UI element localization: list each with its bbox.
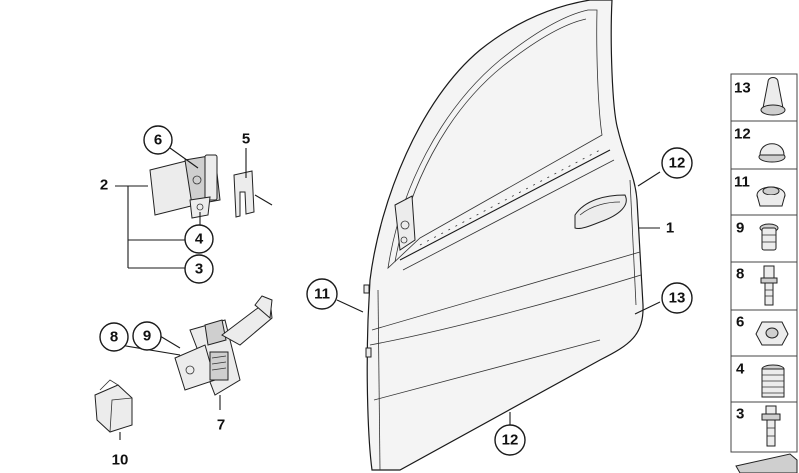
- hex-nut-icon: [755, 321, 789, 346]
- svg-text:4: 4: [736, 361, 745, 378]
- callout-4: 4: [184, 224, 214, 254]
- svg-text:7: 7: [217, 417, 225, 434]
- parts-panel-item: 11: [730, 168, 798, 218]
- svg-text:11: 11: [314, 286, 330, 303]
- door-check-strap: [174, 295, 273, 396]
- threaded-sleeve-icon: [761, 364, 785, 398]
- callout-5: 5: [242, 131, 250, 148]
- parts-panel-item: 4: [730, 355, 798, 405]
- grommet-ring-icon: [756, 186, 786, 207]
- grommet-cone-icon: [760, 77, 786, 116]
- parts-panel-item: 13: [730, 73, 798, 125]
- svg-text:9: 9: [143, 328, 151, 345]
- callout-2: 2: [100, 177, 108, 194]
- door-shell: [363, 0, 644, 471]
- svg-text:2: 2: [100, 177, 108, 194]
- svg-text:12: 12: [502, 432, 519, 449]
- parts-panel-item: 6: [730, 309, 798, 359]
- panel-footer-icon: [735, 453, 798, 473]
- svg-text:13: 13: [669, 290, 686, 307]
- svg-text:3: 3: [195, 261, 203, 278]
- svg-text:5: 5: [242, 131, 250, 148]
- svg-text:9: 9: [736, 220, 744, 237]
- svg-text:12: 12: [734, 126, 751, 143]
- svg-text:8: 8: [110, 329, 118, 346]
- parts-panel-item: 9: [730, 214, 798, 264]
- callout-6: 6: [143, 125, 173, 155]
- leader-lines: [115, 147, 661, 440]
- svg-text:4: 4: [195, 231, 204, 248]
- callout-7: 7: [217, 417, 225, 434]
- callout-11: 11: [306, 278, 338, 310]
- parts-panel-item: 8: [730, 261, 798, 313]
- svg-text:1: 1: [666, 220, 674, 237]
- hinge-shim: [233, 170, 255, 218]
- parts-panel-item: 12: [730, 120, 798, 170]
- callout-10: 10: [112, 452, 129, 469]
- svg-text:8: 8: [736, 266, 744, 283]
- callout-3: 3: [184, 254, 214, 284]
- svg-text:3: 3: [736, 406, 744, 423]
- svg-text:6: 6: [736, 314, 744, 331]
- callout-9: 9: [132, 321, 162, 351]
- check-strap-cover: [94, 379, 133, 433]
- parts-panel: 13 12 11 9: [730, 73, 798, 473]
- svg-text:11: 11: [734, 174, 750, 191]
- collar-bolt-icon: [761, 405, 781, 447]
- callout-8: 8: [99, 322, 129, 352]
- callout-12-top: 12: [661, 147, 693, 179]
- svg-text:10: 10: [112, 452, 129, 469]
- door-hinge: [149, 154, 221, 219]
- callout-1: 1: [666, 220, 674, 237]
- parts-panel-item: 3: [730, 401, 798, 453]
- svg-text:13: 13: [734, 80, 751, 97]
- svg-text:12: 12: [669, 155, 686, 172]
- callout-12-bottom: 12: [494, 424, 526, 456]
- grommet-dome-icon: [758, 143, 786, 163]
- expansion-nut-icon: [759, 223, 779, 251]
- svg-text:6: 6: [154, 132, 162, 149]
- callout-13: 13: [661, 282, 693, 314]
- hex-bolt-icon: [760, 265, 778, 306]
